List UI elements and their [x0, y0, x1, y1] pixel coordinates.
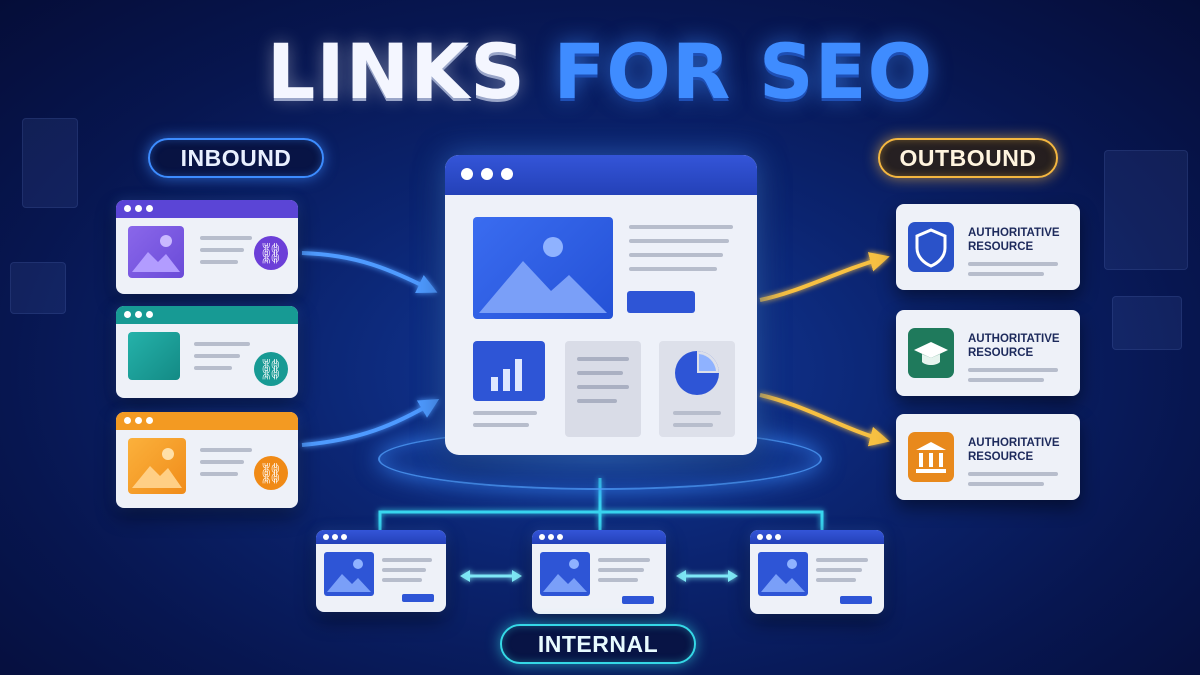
title-part-2: FOR SEO	[553, 27, 934, 116]
resource-label: AUTHORITATIVE RESOURCE	[968, 436, 1076, 464]
window-bar	[116, 412, 298, 430]
resource-line-1: AUTHORITATIVE	[968, 437, 1060, 449]
image-thumbnail-icon	[540, 552, 590, 596]
inbound-card-3: ⛓	[116, 412, 298, 508]
outbound-label: OUTBOUND	[878, 138, 1058, 178]
shield-icon	[908, 222, 954, 272]
link-icon: ⛓	[254, 352, 288, 386]
internal-bidirectional-arrow-2	[676, 570, 738, 582]
resource-line-2: RESOURCE	[968, 451, 1034, 463]
text-block-card	[565, 341, 641, 437]
inbound-arrow-1	[301, 251, 438, 294]
link-icon: ⛓	[254, 456, 288, 490]
hero-image-icon	[473, 217, 613, 319]
window-dots	[757, 534, 781, 540]
bg-decor-panel-left-2	[10, 262, 66, 314]
internal-bidirectional-arrow-1	[460, 570, 522, 582]
window-dots	[461, 168, 513, 180]
internal-page-1	[316, 530, 446, 612]
outbound-card-2: AUTHORITATIVE RESOURCE	[896, 310, 1080, 396]
window-dots	[124, 311, 153, 318]
window-dots	[323, 534, 347, 540]
window-dots	[124, 417, 153, 424]
main-window-bar	[445, 155, 757, 195]
link-icon: ⛓	[254, 236, 288, 270]
resource-line-1: AUTHORITATIVE	[968, 333, 1060, 345]
internal-label: INTERNAL	[500, 624, 696, 664]
bar-chart-icon	[473, 341, 545, 401]
window-bar	[532, 530, 666, 544]
bg-decor-panel-right	[1104, 150, 1188, 270]
window-bar	[316, 530, 446, 544]
resource-label: AUTHORITATIVE RESOURCE	[968, 332, 1076, 360]
inbound-card-2: ⛓	[116, 306, 298, 398]
image-thumbnail-icon	[128, 332, 180, 380]
outbound-arrow-1	[759, 252, 890, 302]
outbound-arrow-3	[759, 393, 890, 447]
window-bar	[116, 306, 298, 324]
window-bar	[116, 200, 298, 218]
outbound-card-3: AUTHORITATIVE RESOURCE	[896, 414, 1080, 500]
image-thumbnail-icon	[128, 438, 186, 494]
internal-page-2	[532, 530, 666, 614]
window-bar	[750, 530, 884, 544]
bg-decor-panel-left	[22, 118, 78, 208]
bg-decor-panel-right-2	[1112, 296, 1182, 350]
outbound-card-1: AUTHORITATIVE RESOURCE	[896, 204, 1080, 290]
window-dots	[539, 534, 563, 540]
title-part-1: LINKS	[266, 27, 526, 116]
resource-line-2: RESOURCE	[968, 241, 1034, 253]
inbound-label: INBOUND	[148, 138, 324, 178]
pie-chart-icon	[659, 341, 735, 437]
resource-line-2: RESOURCE	[968, 347, 1034, 359]
image-thumbnail-icon	[758, 552, 808, 596]
bank-icon	[908, 432, 954, 482]
resource-line-1: AUTHORITATIVE	[968, 227, 1060, 239]
image-thumbnail-icon	[128, 226, 184, 278]
page-title: LINKS FOR SEO	[0, 22, 1200, 122]
window-dots	[124, 205, 153, 212]
internal-page-3	[750, 530, 884, 614]
main-website-window	[445, 155, 757, 455]
inbound-card-1: ⛓	[116, 200, 298, 294]
graduation-cap-icon	[908, 328, 954, 378]
image-thumbnail-icon	[324, 552, 374, 596]
cta-button	[627, 291, 695, 313]
inbound-arrow-3	[301, 398, 440, 447]
resource-label: AUTHORITATIVE RESOURCE	[968, 226, 1076, 254]
